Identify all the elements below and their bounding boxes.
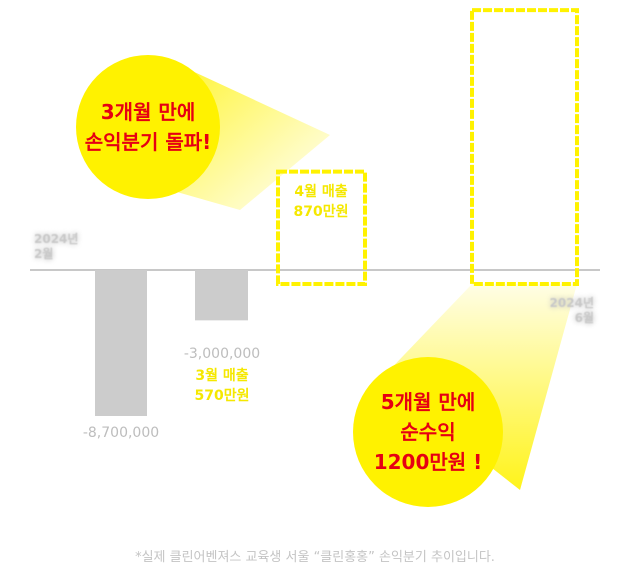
annotation-line: 3월 매출	[195, 368, 249, 384]
axis-month: 6월	[574, 311, 594, 325]
bar-1	[195, 270, 248, 321]
annotation-line: 4월 매출	[294, 184, 348, 200]
bubble-line: 순수익	[400, 420, 456, 444]
annotation-march: 3월 매출 570만원	[172, 366, 272, 406]
bar-4	[470, 8, 579, 286]
value-label-feb: -8,700,000	[82, 425, 160, 441]
bubble-line: 3개월 만에	[100, 100, 196, 124]
bubble-line: 5개월 만에	[380, 390, 476, 414]
annotation-april: 4월 매출 870만원	[271, 182, 371, 222]
axis-month: 2월	[34, 247, 54, 261]
bar-2	[276, 169, 367, 286]
bubble-line: 손익분기 돌파!	[84, 130, 212, 154]
footnote: *실제 클린어벤져스 교육생 서울 “클린홍홍” 손익분기 추이입니다.	[135, 550, 495, 565]
axis-year: 2024년	[549, 296, 594, 310]
value-label-mar: -3,000,000	[183, 346, 261, 362]
bubble-line: 1200만원 !	[373, 450, 483, 474]
axis-year: 2024년	[34, 232, 79, 246]
annotation-line: 570만원	[194, 388, 250, 404]
bar-0	[95, 270, 147, 416]
annotation-line: 870만원	[293, 204, 349, 220]
